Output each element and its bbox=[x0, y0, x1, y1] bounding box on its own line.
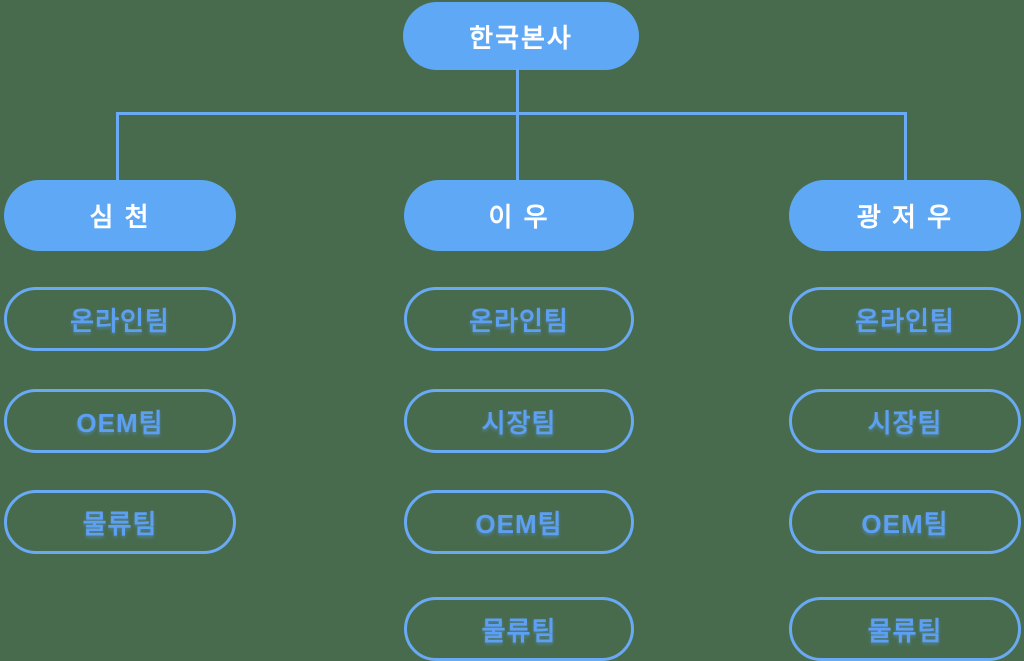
connector-drop-left bbox=[116, 112, 119, 180]
org-node-team: 온라인팀 bbox=[404, 287, 634, 351]
org-node-team: OEM팀 bbox=[404, 490, 634, 554]
org-node-branch-guangzhou: 광 저 우 bbox=[789, 180, 1021, 251]
org-node-team: OEM팀 bbox=[789, 490, 1021, 554]
org-node-team: 온라인팀 bbox=[789, 287, 1021, 351]
org-node-team: 온라인팀 bbox=[4, 287, 236, 351]
org-node-team: 시장팀 bbox=[404, 389, 634, 453]
connector-root-vertical bbox=[516, 68, 519, 114]
org-node-team: 물류팀 bbox=[404, 597, 634, 661]
org-node-team: 시장팀 bbox=[789, 389, 1021, 453]
org-node-team: 물류팀 bbox=[789, 597, 1021, 661]
connector-drop-right bbox=[904, 112, 907, 180]
connector-horizontal bbox=[116, 112, 907, 115]
org-node-headquarters: 한국본사 bbox=[403, 2, 639, 70]
org-node-branch-shenzhen: 심 천 bbox=[4, 180, 236, 251]
org-node-team: 물류팀 bbox=[4, 490, 236, 554]
connector-drop-middle bbox=[516, 112, 519, 180]
org-node-branch-yiwu: 이 우 bbox=[404, 180, 634, 251]
org-node-team: OEM팀 bbox=[4, 389, 236, 453]
